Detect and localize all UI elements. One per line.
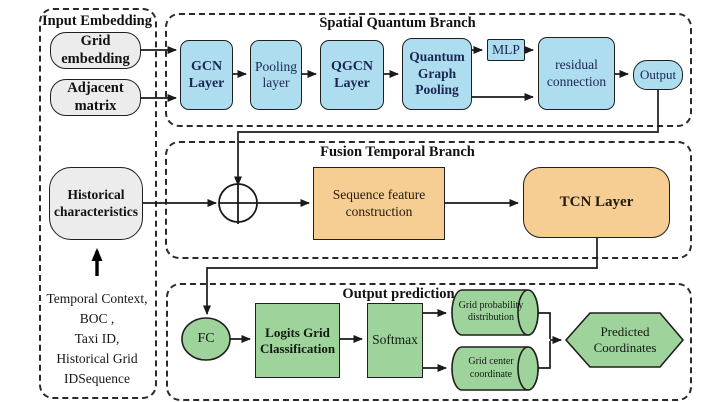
fusion-branch-title: Fusion Temporal Branch bbox=[320, 144, 475, 160]
feature-list-line: Historical Grid bbox=[56, 351, 138, 366]
mlp-node: MLP bbox=[487, 39, 525, 61]
feature-list-text: Temporal Context, BOC , Taxi ID, Historical… bbox=[41, 289, 153, 389]
historical-characteristics-node: Historical characteristics bbox=[49, 167, 143, 240]
grid-probability-distribution-label: Grid probability distribution bbox=[458, 299, 524, 323]
feature-list-line: BOC , bbox=[79, 311, 115, 326]
gcn-layer-node: GCN Layer bbox=[180, 40, 233, 110]
feature-list-line: Temporal Context, bbox=[46, 291, 148, 306]
input-embedding-title: Input Embedding bbox=[41, 13, 152, 29]
logits-grid-classification-node: Logits Grid Classification bbox=[255, 303, 340, 378]
softmax-node: Softmax bbox=[367, 303, 423, 378]
spatial-branch-title: Spatial Quantum Branch bbox=[319, 15, 476, 31]
sequence-feature-construction-node: Sequence feature construction bbox=[313, 167, 445, 240]
residual-connection-node: residual connection bbox=[538, 37, 615, 110]
quantum-graph-pooling-node: Quantum Graph Pooling bbox=[402, 38, 472, 110]
feature-list-line: IDSequence bbox=[64, 371, 130, 386]
pooling-layer-node: Pooling layer bbox=[250, 40, 302, 110]
qgcn-layer-node: QGCN Layer bbox=[320, 40, 384, 110]
predicted-coordinates-label: Predicted Coordinates bbox=[593, 324, 657, 355]
tcn-layer-node: TCN Layer bbox=[523, 167, 670, 238]
grid-embedding-node: Grid embedding bbox=[50, 32, 141, 69]
fc-label: FC bbox=[197, 331, 215, 347]
grid-center-coordinate-label: Grid center coordinate bbox=[468, 356, 514, 380]
feature-list-line: Taxi ID, bbox=[74, 331, 120, 346]
output-prediction-title: Output prediction bbox=[342, 286, 455, 302]
adjacent-matrix-node: Adjacent matrix bbox=[50, 79, 141, 116]
output-node: Output bbox=[633, 60, 683, 90]
